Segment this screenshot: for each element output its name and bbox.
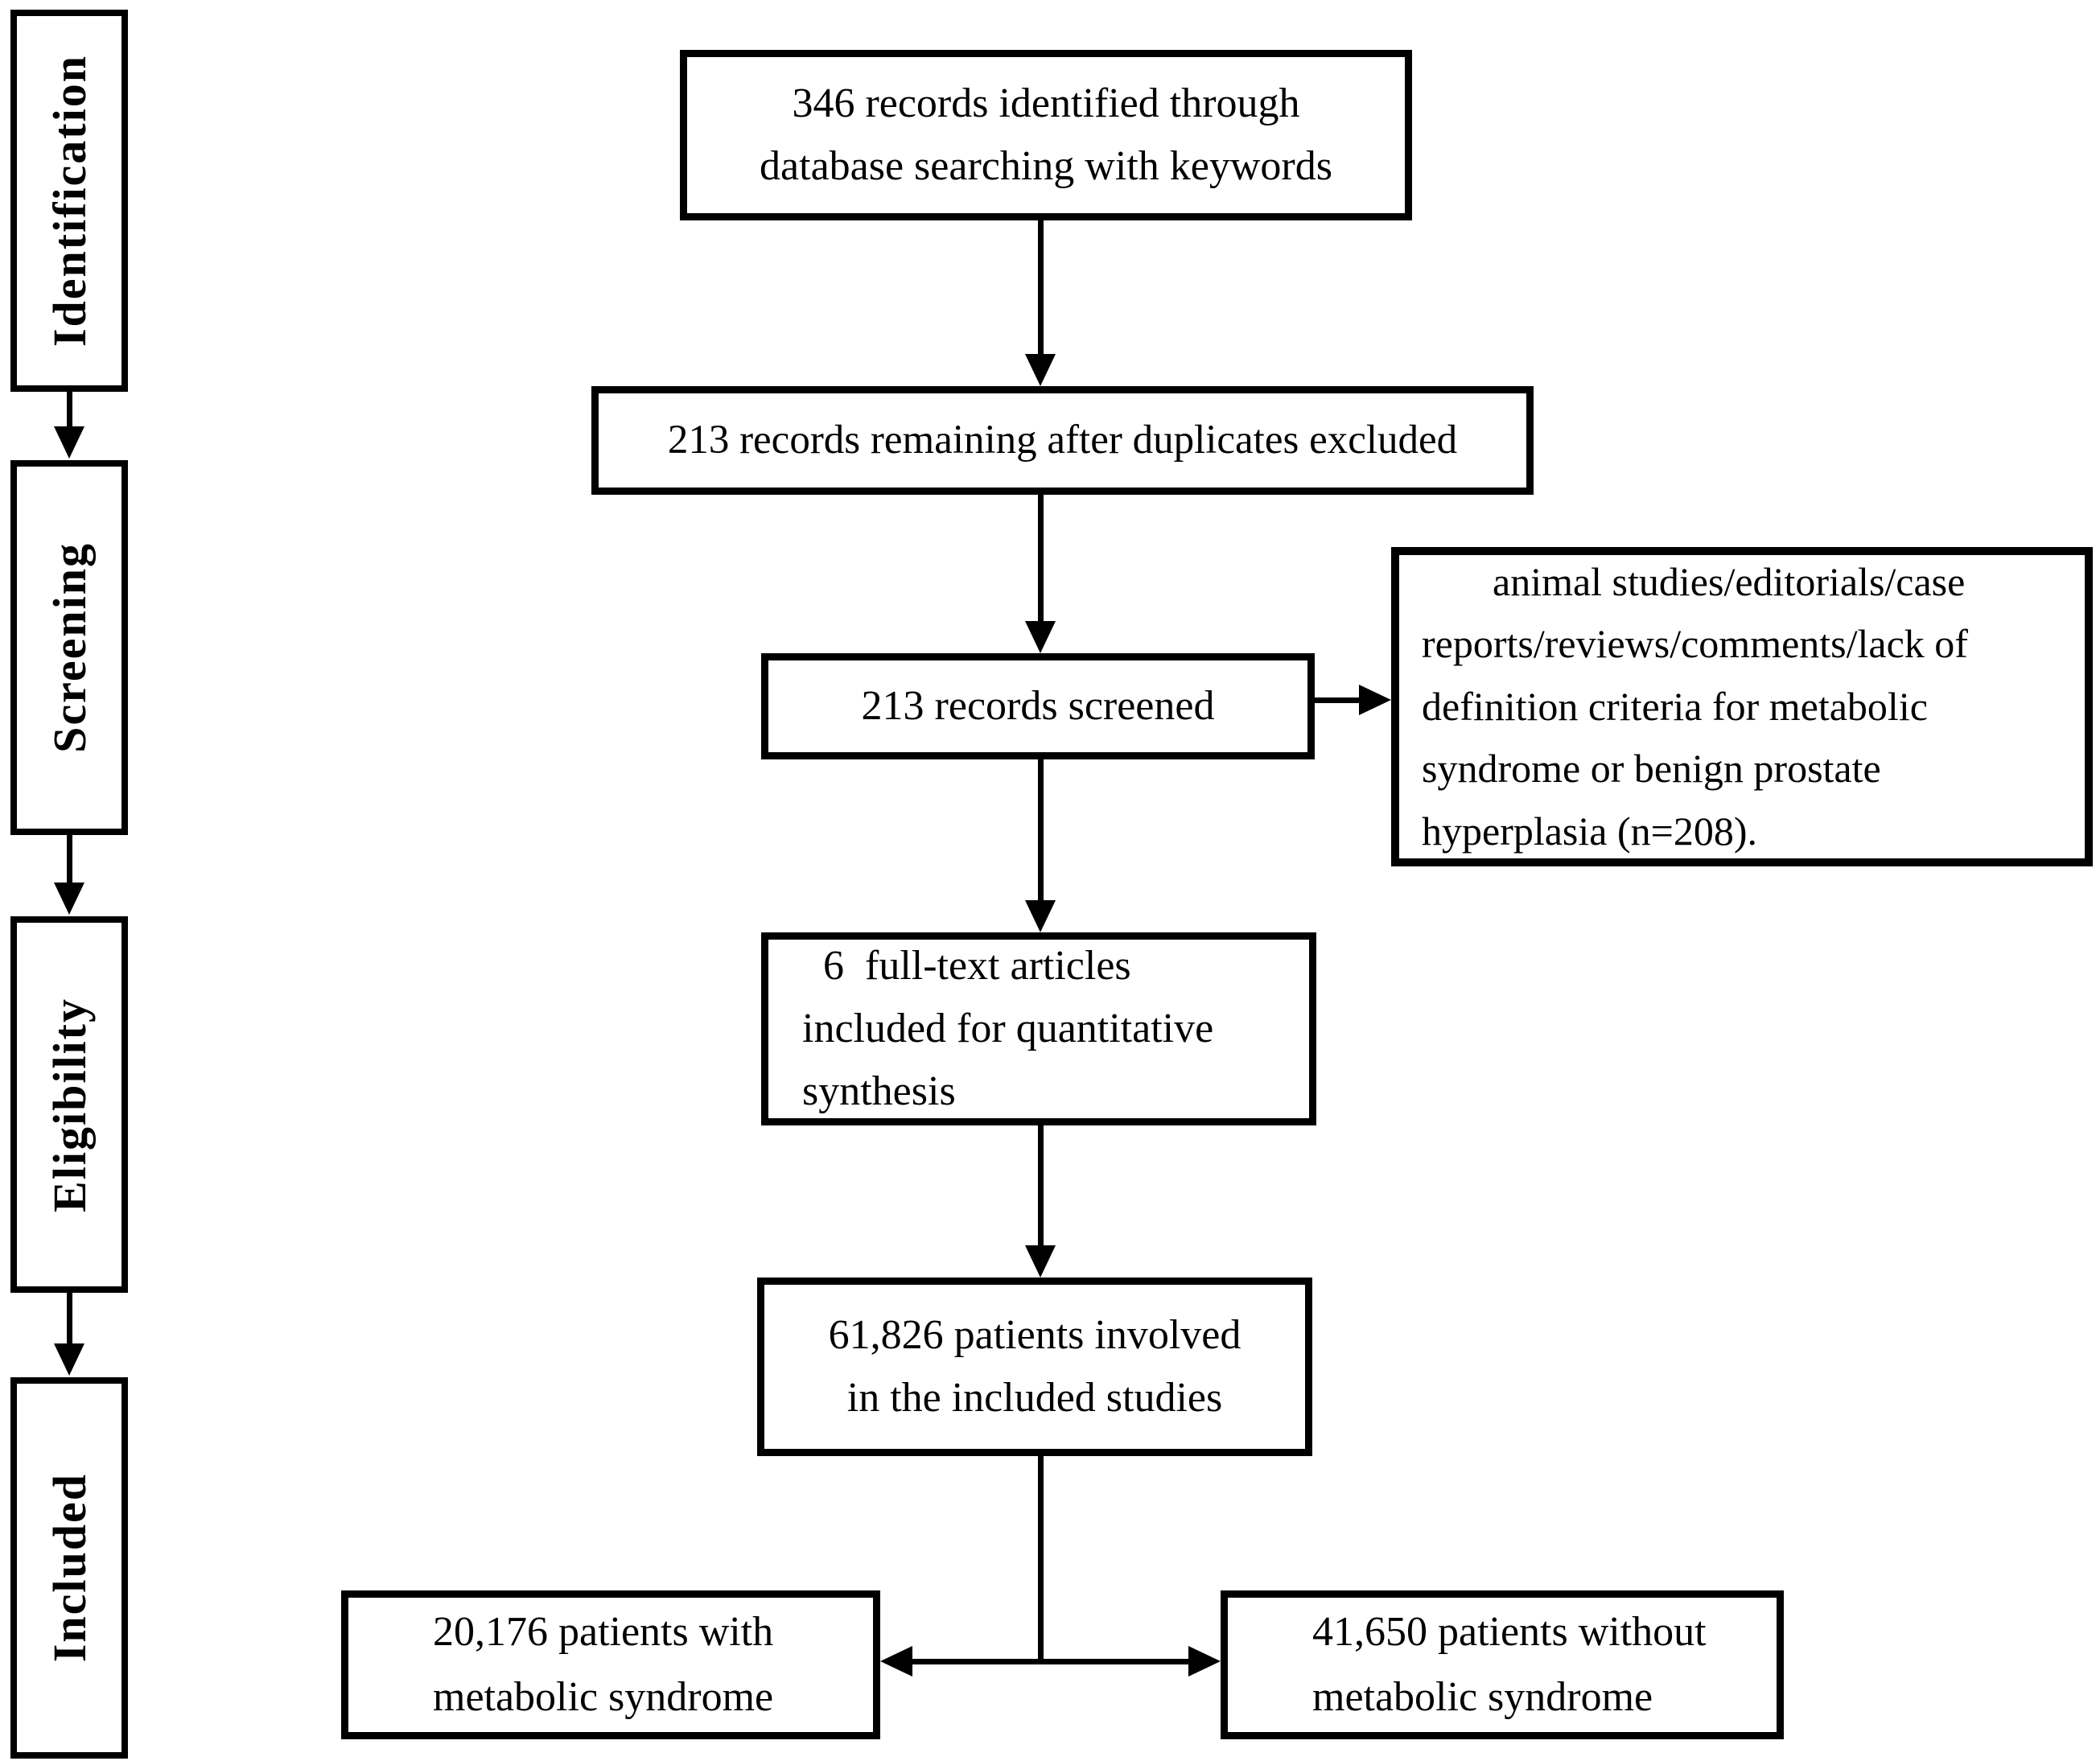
box-patients-without-mets: 41,650 patients without metabolic syndro… — [1221, 1590, 1784, 1739]
stage-box-screening: Screening — [10, 460, 128, 835]
connector-split-horizontal — [911, 1659, 1190, 1664]
box-patients-involved-text: 61,826 patients involved in the included… — [828, 1312, 1241, 1421]
box-records-screened-text: 213 records screened — [861, 683, 1215, 729]
connector-deduplicated-screened — [1038, 495, 1044, 623]
box-patients-without-mets-text: 41,650 patients without metabolic syndro… — [1312, 1608, 1707, 1720]
box-fulltext-included: 6 full-text articles included for quanti… — [761, 932, 1316, 1125]
box-patients-involved: 61,826 patients involved in the included… — [757, 1278, 1312, 1456]
box-records-identified-text: 346 records identified through database … — [760, 80, 1332, 189]
connector-patients-split — [1038, 1456, 1044, 1664]
stage-box-identification: Identification — [10, 10, 128, 392]
stage-label-included: Included — [43, 1473, 96, 1663]
arrowhead-down-icon — [1025, 621, 1056, 653]
connector-screened-fulltext — [1038, 759, 1044, 902]
box-patients-with-mets-text: 20,176 patients with metabolic syndrome — [433, 1608, 774, 1720]
connector-eligibility-included — [67, 1293, 72, 1345]
box-records-identified: 346 records identified through database … — [680, 50, 1412, 220]
stage-label-screening: Screening — [43, 542, 96, 753]
arrowhead-right-icon — [1359, 685, 1391, 715]
connector-screened-exclusions — [1310, 697, 1361, 703]
stage-label-eligibility: Eligibility — [43, 997, 96, 1212]
box-duplicates-excluded: 213 records remaining after duplicates e… — [591, 386, 1534, 495]
arrowhead-right-icon — [1188, 1646, 1221, 1677]
connector-screening-eligibility — [67, 835, 72, 884]
arrowhead-down-icon — [54, 426, 84, 459]
connector-identified-deduplicated — [1038, 220, 1044, 356]
box-fulltext-included-text: 6 full-text articles included for quanti… — [802, 943, 1214, 1114]
box-duplicates-excluded-text: 213 records remaining after duplicates e… — [667, 418, 1458, 463]
box-exclusion-reasons-text: animal studies/editorials/case reports/r… — [1422, 558, 1968, 854]
box-patients-with-mets: 20,176 patients with metabolic syndrome — [341, 1590, 880, 1739]
box-records-screened: 213 records screened — [761, 653, 1315, 759]
arrowhead-left-icon — [880, 1646, 912, 1677]
stage-label-identification: Identification — [43, 54, 96, 348]
box-exclusion-reasons: animal studies/editorials/case reports/r… — [1391, 547, 2093, 866]
stage-box-included: Included — [10, 1377, 128, 1759]
arrowhead-down-icon — [1025, 900, 1056, 932]
connector-fulltext-patients — [1038, 1125, 1044, 1247]
arrowhead-down-icon — [54, 1343, 84, 1376]
stage-box-eligibility: Eligibility — [10, 916, 128, 1293]
arrowhead-down-icon — [54, 883, 84, 915]
arrowhead-down-icon — [1025, 1245, 1056, 1278]
connector-identification-screening — [67, 392, 72, 428]
arrowhead-down-icon — [1025, 354, 1056, 386]
